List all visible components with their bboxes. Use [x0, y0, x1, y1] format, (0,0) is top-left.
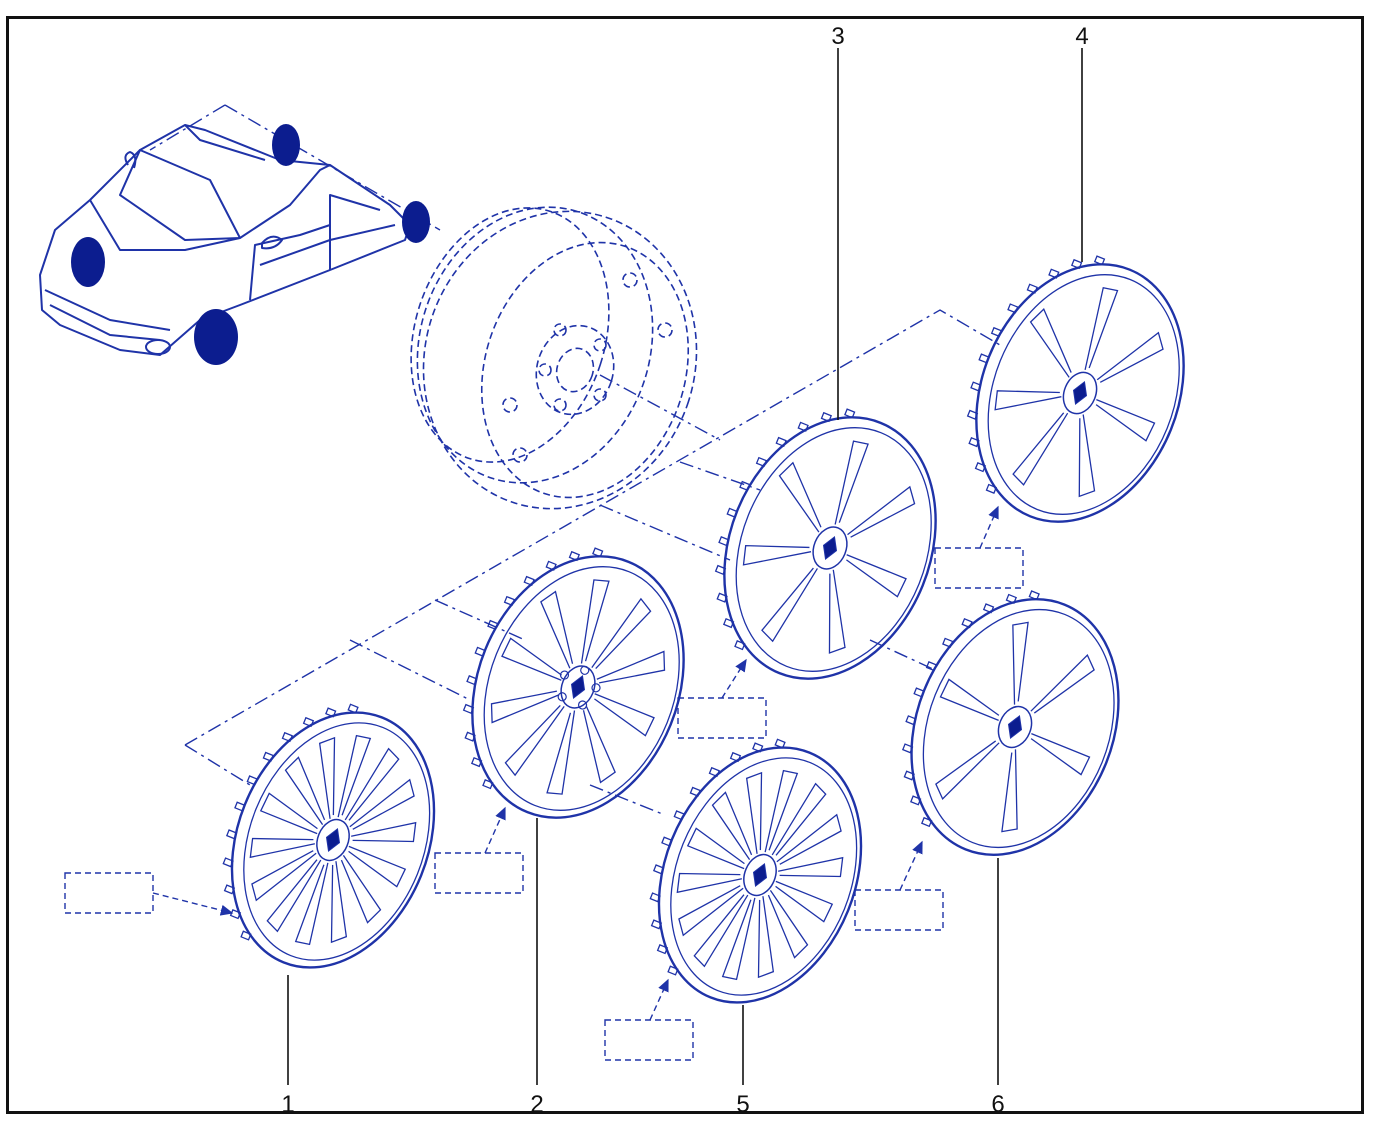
hubcap-spoke: [828, 569, 846, 654]
hubcap-spoke: [348, 845, 407, 888]
placeholder-box-3: [677, 697, 767, 739]
hubcap-spoke: [344, 747, 400, 821]
hubcap-spoke: [721, 897, 756, 981]
pointer-arrow-6: [899, 840, 923, 891]
callout-3: 3: [831, 23, 844, 50]
hubcap-spoke: [834, 440, 869, 525]
hubcap-spoke: [742, 544, 812, 566]
hubcap-spoke: [676, 872, 742, 894]
hubcap-spoke: [594, 693, 655, 737]
hubcap-spoke: [778, 856, 844, 878]
hubcap-spoke: [580, 579, 610, 664]
hubcap-spoke: [1096, 331, 1164, 383]
hubcap-6: [901, 590, 1120, 856]
hubcap-spoke: [745, 771, 763, 854]
hubcap-spoke: [1084, 286, 1119, 371]
hubcap-spoke: [596, 650, 666, 684]
pointer-arrow-3: [721, 658, 747, 699]
placeholder-box-4: [934, 547, 1024, 589]
placeholder-box-1: [64, 872, 154, 914]
assembly-guide-lines: [149, 104, 1001, 816]
hubcap-1: [222, 703, 436, 969]
hubcap-spoke: [693, 894, 749, 968]
hubcap-spoke: [847, 485, 916, 538]
hubcap-spoke: [686, 827, 745, 870]
hubcap-spoke: [846, 554, 907, 598]
hubcap-spoke: [349, 778, 415, 830]
hubcap-spoke: [771, 782, 827, 856]
hubcap-3: [714, 408, 937, 680]
hubcap-spoke: [1029, 308, 1072, 378]
hubcap-spoke: [757, 896, 775, 979]
callout-1: 1: [281, 1091, 294, 1118]
callout-6: 6: [991, 1091, 1004, 1118]
hubcap-spoke: [266, 859, 322, 933]
label-placeholders: [64, 505, 1024, 1061]
brand-emblem-icon: [325, 827, 341, 853]
diagram-frame: [6, 16, 1364, 1114]
hubcap-spoke: [318, 736, 336, 819]
hubcap-spoke: [294, 862, 329, 946]
pointer-arrow-2: [484, 806, 506, 854]
hubcap-spoke: [939, 678, 1000, 721]
hubcap-spoke: [1030, 733, 1091, 776]
placeholder-box-5: [604, 1019, 694, 1061]
hubcap-spoke: [711, 791, 753, 861]
brand-emblem-icon: [1007, 714, 1023, 740]
hubcap-4: [966, 255, 1185, 523]
hubcap-spoke: [778, 461, 822, 533]
hubcap-2: [462, 547, 685, 819]
hubcap-spoke: [1012, 621, 1029, 705]
hubcap-spoke: [1012, 412, 1069, 486]
steel-rim-icon: [410, 206, 698, 510]
hubcap-spoke: [1030, 654, 1095, 714]
hubcap-spoke: [775, 880, 834, 923]
brand-emblem-icon: [570, 674, 586, 700]
brand-emblem-icon: [1072, 380, 1088, 406]
hubcap-spoke: [1001, 749, 1018, 833]
pointer-arrow-4: [979, 505, 999, 549]
hubcap-spoke: [678, 885, 744, 937]
hubcap-spoke: [776, 813, 842, 865]
hubcap-spoke: [251, 850, 317, 902]
hubcap-spoke: [591, 597, 652, 669]
brand-emblem-icon: [822, 535, 838, 561]
hubcap-spoke: [249, 837, 315, 859]
callout-leaders: [287, 48, 1083, 1085]
hubcap-spoke: [284, 756, 326, 826]
hubcap-spoke: [504, 705, 565, 777]
hubcap-spoke: [1095, 399, 1156, 442]
brand-emblem-icon: [752, 862, 768, 888]
hubcap-spoke: [259, 792, 318, 835]
hubcap-spoke: [501, 637, 562, 681]
callout-2: 2: [530, 1091, 543, 1118]
car-wheel-markers: [71, 124, 430, 365]
callout-5: 5: [736, 1091, 749, 1118]
hubcap-5: [649, 738, 863, 1004]
hubcap-spoke: [764, 769, 799, 853]
callout-labels: 1 2 3 4 5 6: [281, 23, 1088, 1118]
hubcap-spoke: [351, 821, 417, 843]
hubcap-spoke: [490, 690, 560, 724]
placeholder-box-6: [854, 889, 944, 931]
hubcap-spoke: [330, 861, 348, 944]
hubcap-spoke: [337, 734, 372, 818]
hubcap-spoke: [761, 567, 818, 643]
placeholder-box-2: [434, 852, 524, 894]
hubcap-spoke: [1078, 414, 1096, 498]
hubcap-spoke: [935, 740, 1000, 800]
hubcap-spoke: [767, 889, 809, 959]
hubcap-spoke: [540, 590, 574, 669]
hubcap-spoke: [994, 390, 1062, 411]
hubcap-group: [222, 255, 1185, 1004]
hubcap-spoke: [582, 705, 616, 784]
pointer-arrow-5: [649, 978, 669, 1021]
pointer-arrow-1: [152, 892, 234, 916]
callout-4: 4: [1075, 23, 1088, 50]
hubcap-spoke: [340, 854, 382, 924]
hubcap-spoke: [546, 710, 576, 795]
